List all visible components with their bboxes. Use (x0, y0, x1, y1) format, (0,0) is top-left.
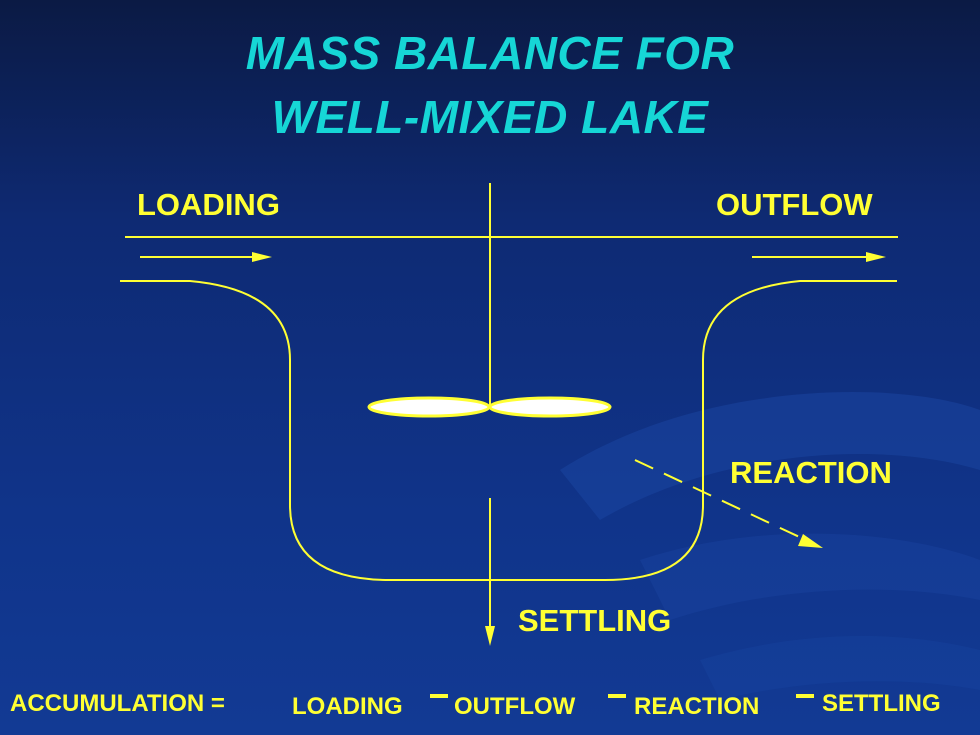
settling-arrowhead (485, 626, 495, 646)
minus-sign-2 (608, 694, 626, 698)
settling-label: SETTLING (518, 603, 672, 638)
outflow-arrowhead (866, 252, 886, 262)
minus-sign-3 (796, 694, 814, 698)
loading-arrowhead (252, 252, 272, 262)
propeller-blade-left (367, 396, 491, 418)
equation-reaction: REACTION (634, 693, 760, 720)
equation-settling: SETTLING (822, 690, 941, 717)
propeller-blade-right (488, 396, 612, 418)
slide-title-line-2: WELL-MIXED LAKE (271, 91, 709, 143)
loading-label: LOADING (137, 187, 280, 222)
equation-accumulation: ACCUMULATION = (10, 690, 225, 717)
outflow-label: OUTFLOW (716, 187, 873, 222)
equation-loading: LOADING (292, 693, 403, 720)
minus-sign-1 (430, 694, 448, 698)
reaction-label: REACTION (730, 455, 892, 490)
reaction-arrowhead (798, 534, 823, 548)
equation-outflow: OUTFLOW (454, 693, 576, 720)
slide-title-line-1: MASS BALANCE FOR (245, 27, 735, 79)
lake-basin (120, 280, 897, 581)
